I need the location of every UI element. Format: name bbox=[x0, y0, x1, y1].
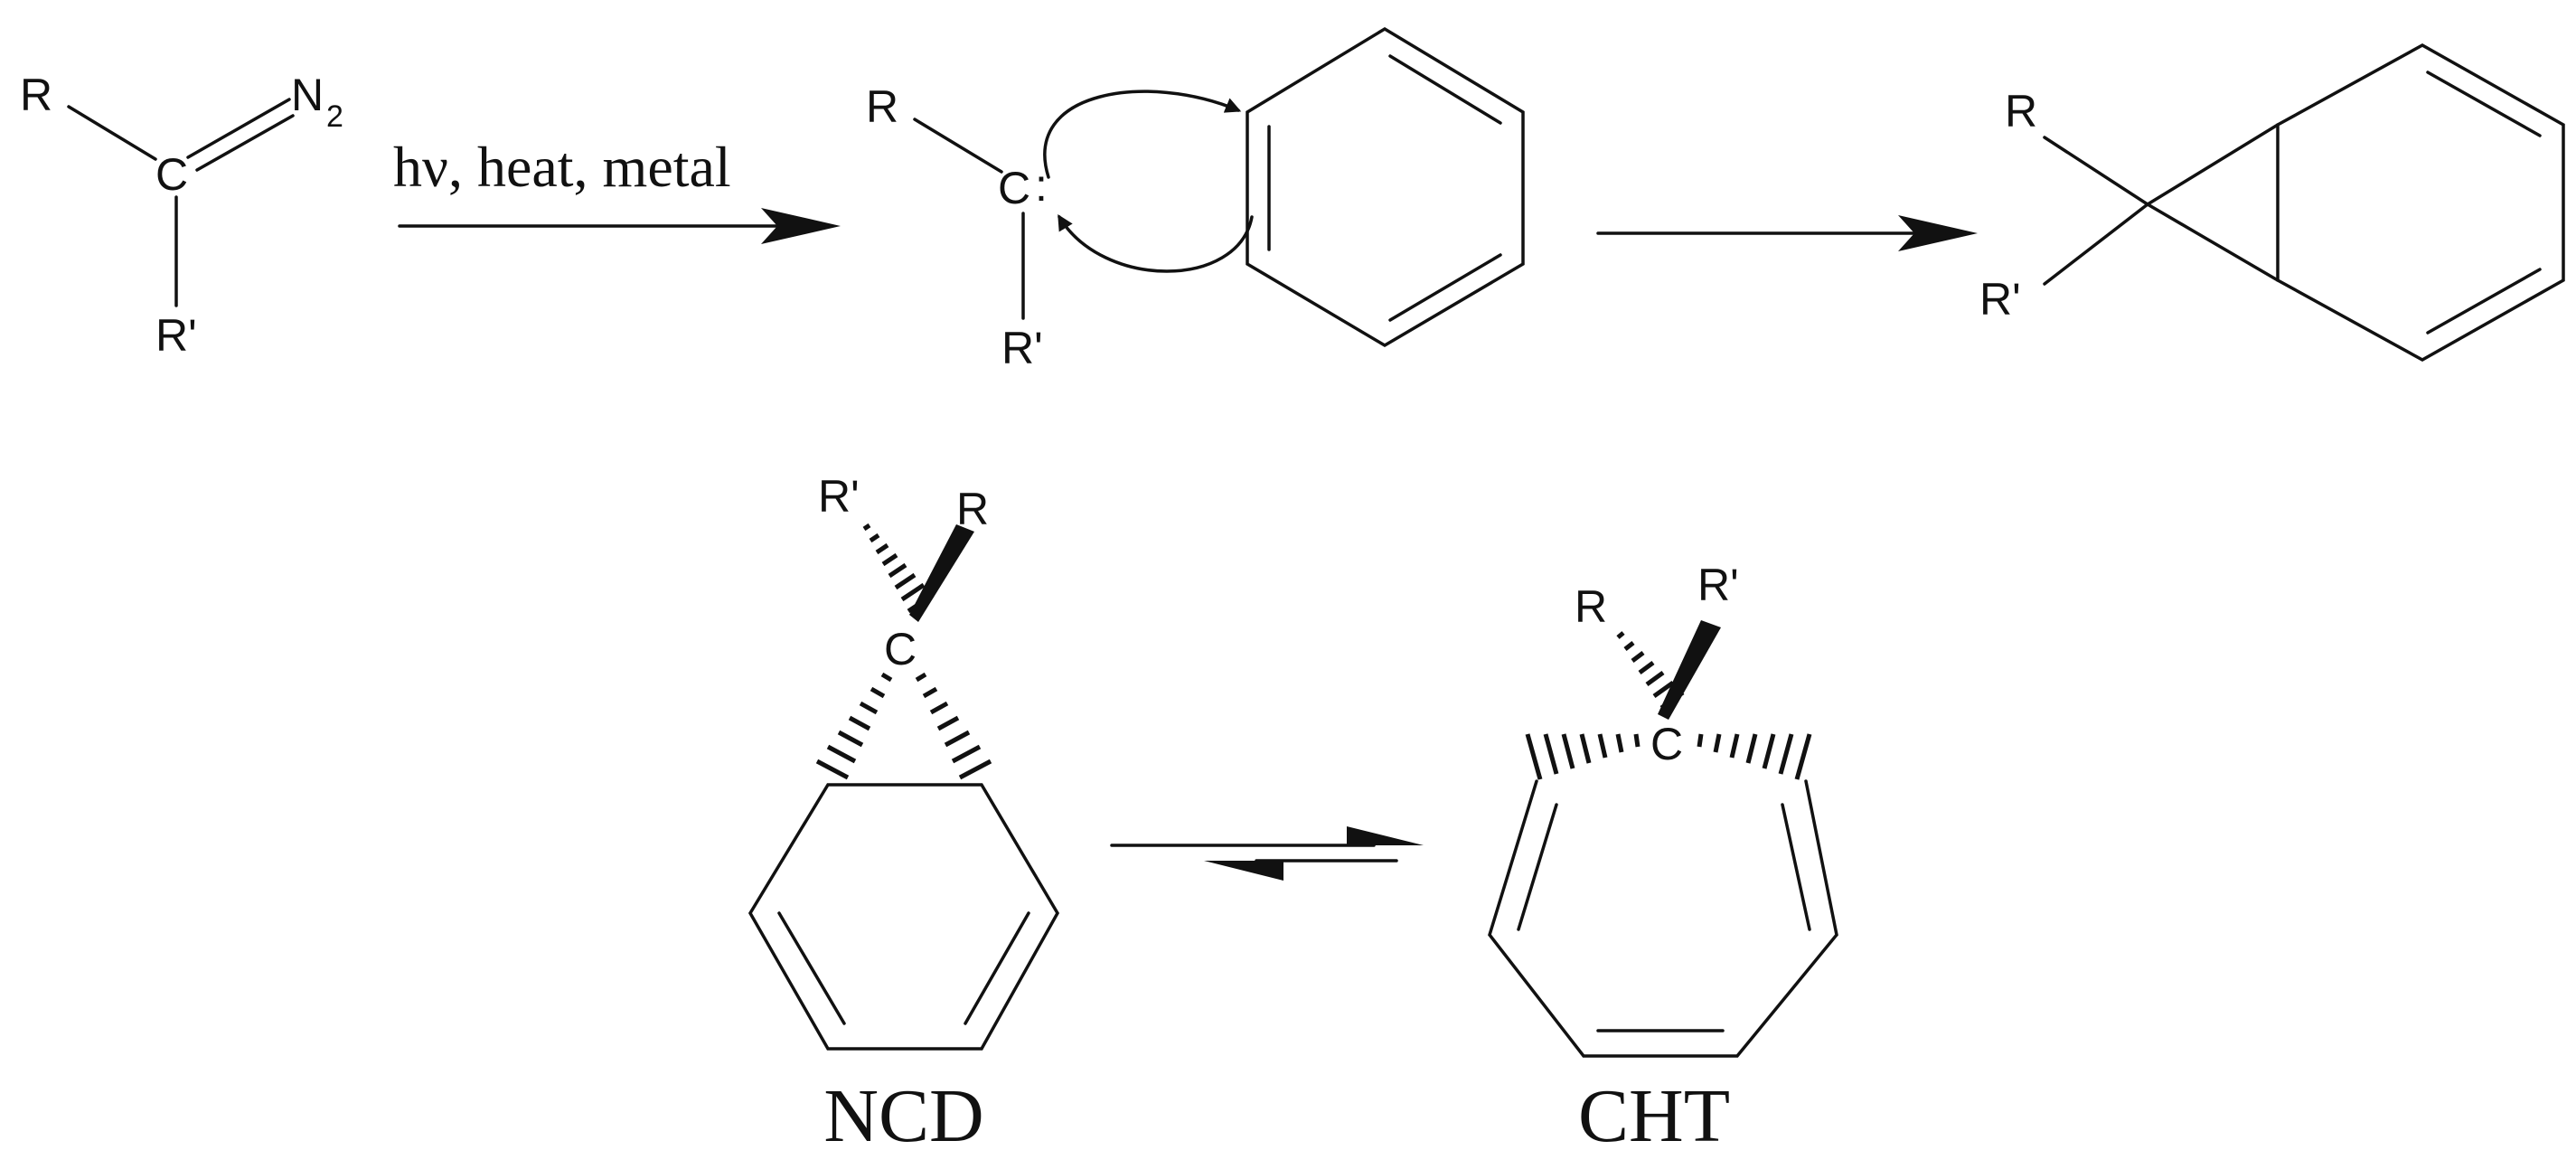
diazo-c-n-bond-a bbox=[186, 98, 291, 159]
carbene-r-prime-label: R' bbox=[1001, 323, 1043, 373]
cht-inner-bond-3 bbox=[1781, 803, 1811, 931]
ncd-hashed-bond-r-prime bbox=[862, 523, 935, 614]
diazo-r-prime-label: R' bbox=[155, 310, 197, 361]
equilibrium-arrows bbox=[1110, 826, 1424, 881]
product-r-bond bbox=[2043, 136, 2149, 206]
product-cyclopropane-bond-1 bbox=[2146, 123, 2280, 206]
benzene-inner-bond-2 bbox=[1388, 253, 1502, 322]
diazo-r-label: R bbox=[20, 70, 52, 120]
reaction-arrow-1: hν, heat, metal bbox=[393, 135, 841, 244]
norcaradiene-product: R R' bbox=[1979, 42, 2565, 363]
ncd-inner-bond-2 bbox=[964, 911, 1030, 1025]
product-six-ring bbox=[2276, 42, 2565, 363]
equilibrium-forward-head bbox=[1347, 826, 1424, 845]
cht-structure: R R' C bbox=[1488, 560, 1838, 1158]
cht-inner-bond-1 bbox=[1517, 803, 1558, 931]
equilibrium-reverse-head bbox=[1204, 861, 1283, 881]
ncd-r-prime-label: R' bbox=[818, 471, 860, 522]
ncd-structure: R' R C bbox=[747, 471, 1060, 1158]
arrow-2-head bbox=[1898, 215, 1978, 251]
product-inner-bond-1 bbox=[2426, 71, 2542, 137]
ncd-r-label: R bbox=[956, 484, 989, 534]
ncd-c-label: C bbox=[884, 624, 917, 674]
carbene-c-label: C bbox=[998, 163, 1030, 213]
cht-hashed-bond-left bbox=[1525, 733, 1641, 780]
arrow-1-head bbox=[761, 208, 841, 244]
diazo-compound: R C N 2 R' bbox=[20, 70, 343, 361]
ncd-hashed-bond-right bbox=[915, 672, 992, 780]
cht-ring-chain bbox=[1488, 779, 1838, 1058]
benzene-ring bbox=[1246, 26, 1525, 348]
cht-r-label: R bbox=[1575, 581, 1607, 632]
diazo-c-label: C bbox=[155, 149, 188, 200]
product-r-prime-bond bbox=[2043, 203, 2149, 286]
cht-wedge-bond-r-prime bbox=[1658, 620, 1721, 720]
product-inner-bond-2 bbox=[2426, 268, 2542, 335]
ncd-wedge-bond-r bbox=[909, 524, 974, 622]
reaction-arrow-2 bbox=[1596, 215, 1978, 251]
ncd-name: NCD bbox=[823, 1074, 983, 1158]
reaction-conditions: hν, heat, metal bbox=[393, 135, 731, 199]
curly-arrow-to-carbene bbox=[1058, 214, 1254, 273]
diazo-r-c-bond bbox=[67, 105, 157, 161]
ncd-inner-bond-1 bbox=[777, 911, 846, 1025]
ncd-six-ring bbox=[747, 783, 1060, 1051]
cht-c-label: C bbox=[1650, 719, 1683, 769]
product-r-label: R bbox=[2005, 86, 2037, 137]
product-r-prime-label: R' bbox=[1979, 274, 2021, 325]
cht-hashed-bond-r bbox=[1616, 631, 1685, 711]
carbene-intermediate: R C : R' bbox=[866, 81, 1254, 373]
carbene-lone-pair: : bbox=[1035, 160, 1048, 211]
diazo-n-subscript: 2 bbox=[326, 99, 343, 134]
curly-arrow-to-ring bbox=[1043, 90, 1242, 179]
cht-name: CHT bbox=[1578, 1074, 1730, 1158]
cht-hashed-bond-right bbox=[1697, 733, 1812, 780]
benzene-hexagon bbox=[1246, 26, 1525, 348]
cht-r-prime-label: R' bbox=[1697, 560, 1739, 610]
diazo-n-label: N bbox=[291, 70, 324, 120]
carbene-r-label: R bbox=[866, 81, 898, 132]
ncd-hashed-bond-left bbox=[815, 672, 893, 780]
product-cyclopropane-bond-2 bbox=[2146, 203, 2280, 282]
diazo-c-n-bond-b bbox=[195, 114, 295, 172]
carbene-r-c-bond bbox=[913, 118, 1003, 174]
benzene-inner-bond-1 bbox=[1388, 54, 1502, 125]
